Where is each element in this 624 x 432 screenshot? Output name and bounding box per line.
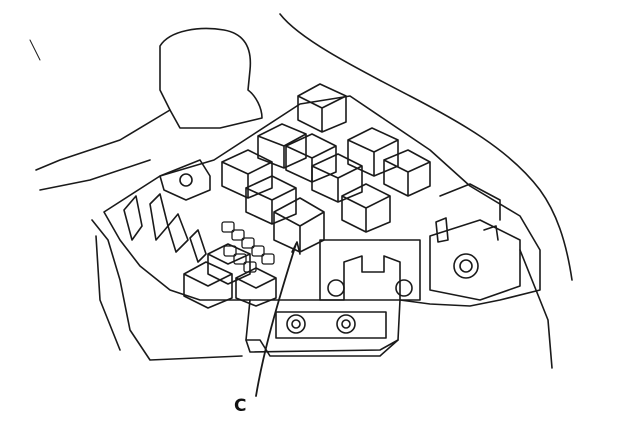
relay-group (221, 83, 431, 253)
relay (383, 149, 431, 197)
relay (341, 183, 391, 233)
callout-arrowhead (291, 241, 301, 255)
engine-bay-outline (29, 13, 573, 369)
center-bracket (319, 239, 421, 301)
maxi-fuse-blocks (183, 243, 277, 309)
relay (311, 153, 363, 203)
terminal-stud (336, 314, 356, 334)
mini-fuse-row (221, 221, 275, 273)
right-compartment (429, 183, 521, 301)
relay (347, 127, 399, 177)
relay (245, 175, 297, 225)
callout-label-c: C (234, 396, 247, 416)
terminal-stud (286, 314, 306, 334)
relay-c (273, 197, 325, 253)
left-compartment (123, 159, 211, 263)
callout-leader-line (255, 243, 297, 397)
relay (257, 123, 307, 169)
fuse-box-housing (103, 95, 541, 357)
relay (221, 149, 273, 199)
terminal-bar (275, 311, 387, 339)
relay (297, 83, 347, 133)
